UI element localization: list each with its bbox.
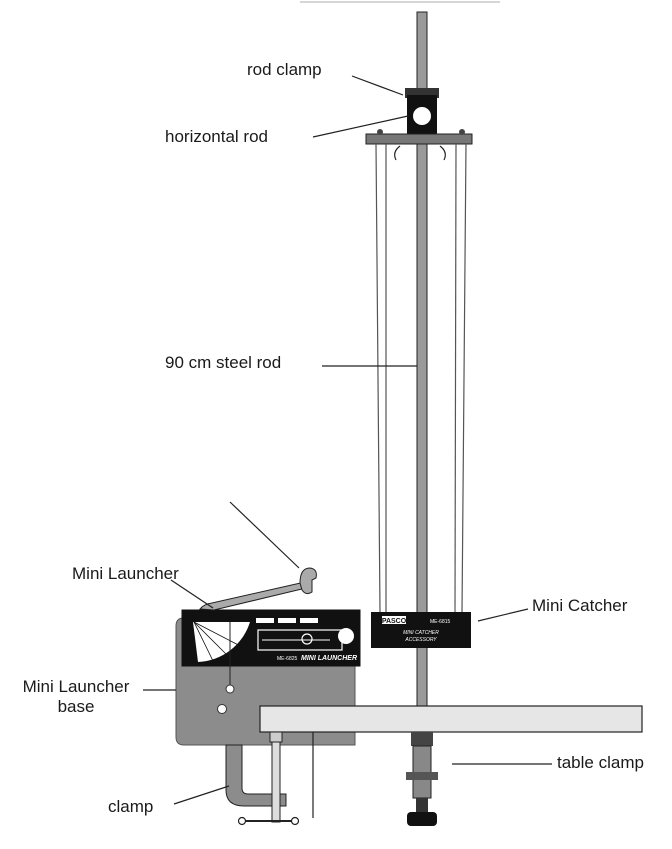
pasco-logo-box [382,616,406,624]
label-clamp: clamp [108,797,154,816]
protractor-tick-3 [193,621,215,664]
c-clamp-handle-end-left [237,816,247,826]
label-mini-launcher-base-line2: base [57,697,95,716]
crossbar-screw-right [459,129,465,135]
launch-angle-line [229,501,300,569]
table-clamp-knob [407,812,437,826]
launcher-arm [199,581,307,611]
label-mini-launcher: Mini Launcher [72,564,179,583]
table-clamp-jaw [411,732,433,746]
launcher-window-3 [300,618,318,623]
leader-mini-launcher [170,579,214,609]
catcher-name-line2: ACCESSORY [404,637,437,643]
label-mini-launcher-base: Mini Launcher base [6,677,146,717]
table-clamp-band [406,772,438,780]
plumb-bob [225,684,235,694]
string-right-inner [454,143,457,613]
label-mini-launcher-base-line1: Mini Launcher [22,677,130,696]
leader-horizontal-rod [312,115,409,138]
protractor-face [193,622,250,662]
c-clamp-screw [271,741,281,823]
label-table-clamp: table clamp [557,753,644,772]
launcher-window-2 [278,618,296,623]
protractor-tick-2 [193,621,233,661]
horizontal-rod [365,133,473,145]
launcher-arm-tip [299,567,317,595]
c-clamp-body [225,744,287,807]
catcher-brand: PASCO [382,618,407,625]
catcher-model: ME-6815 [430,619,451,625]
launcher-name: MINI LAUNCHER [301,655,357,662]
launcher-model: ME-6825 [277,656,298,662]
table-top [259,705,643,733]
crossbar-hook-right [439,145,446,161]
base-hole [217,704,227,714]
protractor-tick-1 [193,621,249,651]
label-rod-clamp: rod clamp [247,60,322,79]
leader-clamp [173,785,230,805]
label-steel-rod: 90 cm steel rod [165,353,282,372]
c-clamp-pad [269,731,283,743]
rod-clamp-knob [411,105,433,127]
string-left-outer [375,143,381,613]
string-right-outer [461,143,467,613]
rod-clamp-cap [405,88,439,98]
catcher-name-line1: MINI CATCHER [403,630,439,636]
crossbar-hook-left [394,145,401,161]
c-clamp-handle-end-right [290,816,300,826]
label-mini-catcher: Mini Catcher [532,596,628,615]
launcher-pivot [301,633,313,645]
launcher-knob [338,628,354,644]
crossbar-screw-left [377,129,383,135]
leader-rod-clamp [351,75,404,96]
launcher-window-1 [256,618,274,623]
label-horizontal-rod: horizontal rod [165,127,269,146]
table-clamp-screw [416,798,428,812]
leader-mini-catcher [477,608,529,622]
